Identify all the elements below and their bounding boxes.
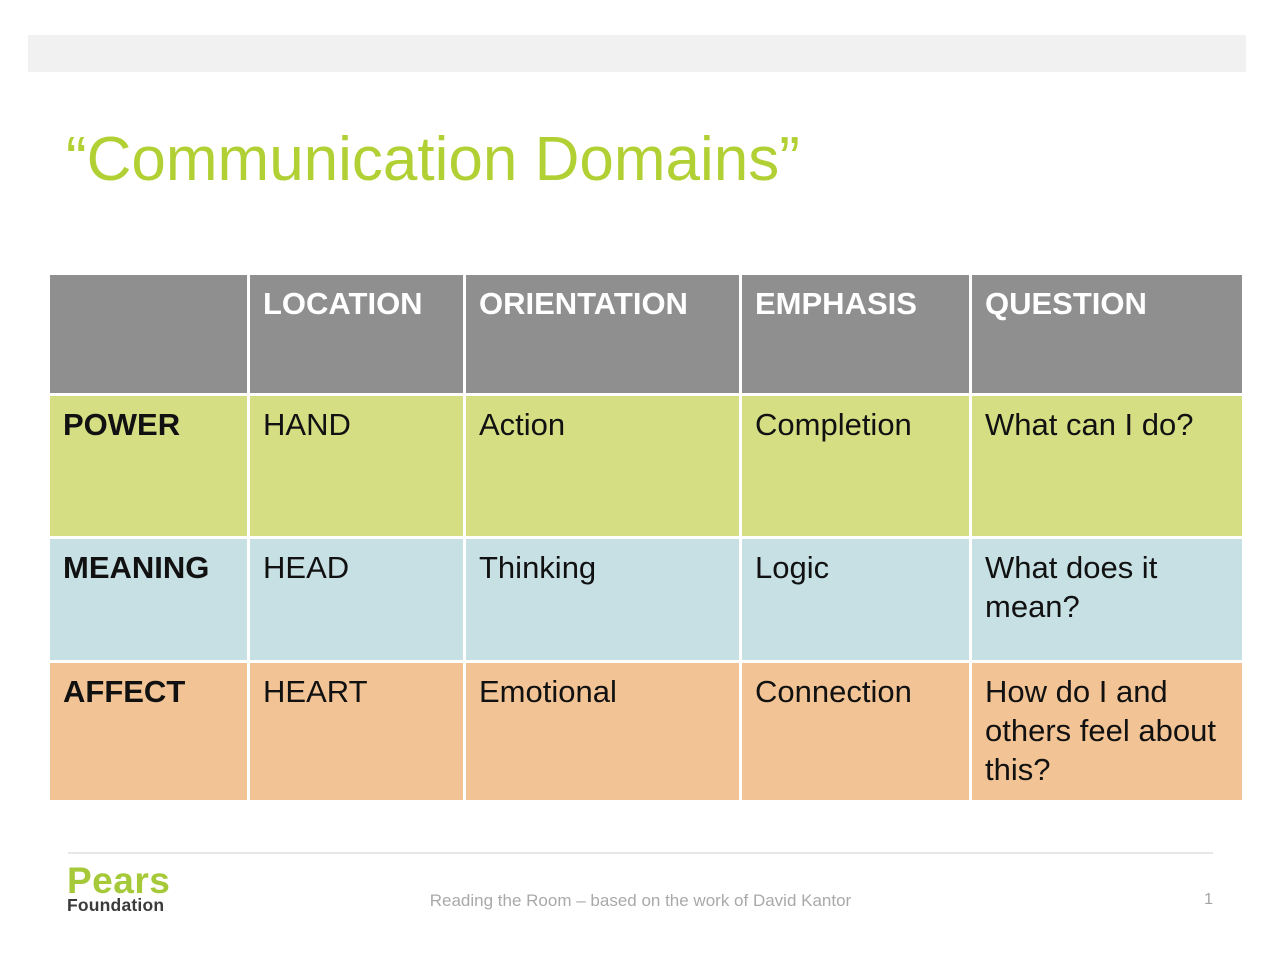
- cell-affect-location: HEART: [250, 663, 463, 800]
- pears-foundation-logo: Pears Foundation: [67, 862, 170, 915]
- cell-affect-question: How do I and others feel about this?: [972, 663, 1242, 800]
- row-label-affect: AFFECT: [50, 663, 247, 800]
- cell-meaning-question: What does it mean?: [972, 539, 1242, 660]
- row-label-power: POWER: [50, 396, 247, 536]
- communication-domains-table: LOCATION ORIENTATION EMPHASIS QUESTION P…: [47, 272, 1245, 803]
- table-row-meaning: MEANING HEAD Thinking Logic What does it…: [50, 539, 1242, 660]
- cell-affect-orientation: Emotional: [466, 663, 739, 800]
- footer-divider: [68, 852, 1213, 854]
- table-row-affect: AFFECT HEART Emotional Connection How do…: [50, 663, 1242, 800]
- page-number: 1: [1204, 891, 1213, 908]
- table-header-row: LOCATION ORIENTATION EMPHASIS QUESTION: [50, 275, 1242, 393]
- top-accent-bar: [28, 35, 1246, 72]
- header-cell-emphasis: EMPHASIS: [742, 275, 969, 393]
- row-label-meaning: MEANING: [50, 539, 247, 660]
- header-cell-location: LOCATION: [250, 275, 463, 393]
- footer-caption: Reading the Room – based on the work of …: [429, 891, 852, 910]
- cell-power-emphasis: Completion: [742, 396, 969, 536]
- cell-meaning-location: HEAD: [250, 539, 463, 660]
- cell-affect-emphasis: Connection: [742, 663, 969, 800]
- cell-power-location: HAND: [250, 396, 463, 536]
- header-cell-blank: [50, 275, 247, 393]
- cell-power-question: What can I do?: [972, 396, 1242, 536]
- logo-text-pears: Pears: [67, 860, 171, 901]
- logo-text-foundation: Foundation: [67, 895, 165, 915]
- header-cell-question: QUESTION: [972, 275, 1242, 393]
- slide-title: “Communication Domains”: [66, 125, 800, 194]
- table-row-power: POWER HAND Action Completion What can I …: [50, 396, 1242, 536]
- header-cell-orientation: ORIENTATION: [466, 275, 739, 393]
- cell-meaning-emphasis: Logic: [742, 539, 969, 660]
- footer-caption-container: Reading the Room – based on the work of …: [68, 891, 1213, 911]
- cell-meaning-orientation: Thinking: [466, 539, 739, 660]
- cell-power-orientation: Action: [466, 396, 739, 536]
